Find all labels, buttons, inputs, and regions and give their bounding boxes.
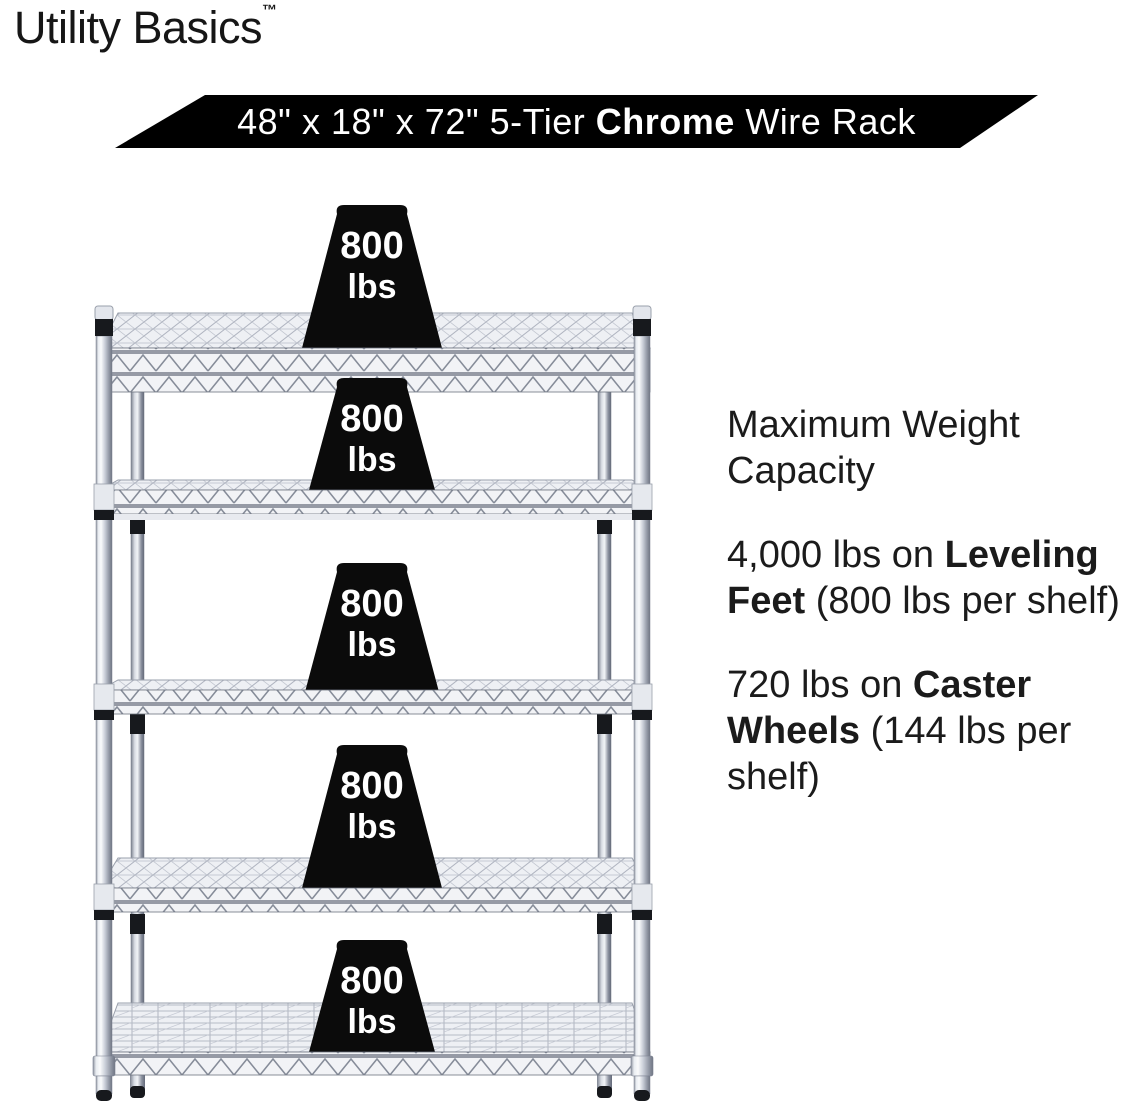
shelf-5: 800 lbs	[99, 940, 651, 1076]
badge-shape	[305, 563, 439, 692]
post-cap	[94, 305, 114, 321]
shelf-front-truss	[99, 689, 651, 715]
max-weight-heading: Maximum Weight Capacity	[727, 404, 1020, 492]
shelf-front-truss	[99, 1051, 651, 1076]
badge-shape	[302, 745, 442, 888]
post-cap	[632, 305, 652, 321]
badge-unit-text: lbs	[347, 1003, 396, 1041]
badge-unit-text: lbs	[347, 441, 396, 479]
banner-text: 48" x 18" x 72" 5-Tier Chrome Wire Rack	[237, 101, 916, 143]
caster-wheels-bold: Caster Wheels	[727, 664, 1032, 752]
brand-logo: Utility Basics™	[14, 2, 277, 54]
capacity-text: (144 lbs per shelf)	[727, 710, 1082, 798]
capacity-caster-wheels: 720 lbs on Caster Wheels (144 lbs per sh…	[727, 662, 1126, 800]
weight-badge-3: 800 lbs	[305, 563, 439, 692]
weight-badge-5: 800 lbs	[309, 940, 435, 1052]
badge-weight-text: 800	[340, 398, 403, 440]
size-banner: 48" x 18" x 72" 5-Tier Chrome Wire Rack	[115, 95, 1038, 148]
capacity-text: 720 lbs on	[727, 664, 913, 706]
brand-name: Utility Basics	[14, 2, 263, 53]
badge-shape	[309, 378, 435, 490]
banner-text-part1: 48" x 18" x 72" 5-Tier	[237, 100, 596, 142]
leveling-foot-left	[92, 1055, 116, 1101]
badge-unit-text: lbs	[347, 268, 396, 306]
info-panel: Maximum Weight Capacity 4,000 lbs on Lev…	[727, 402, 1126, 838]
badge-shape	[309, 940, 435, 1052]
banner-text-bold: Chrome	[595, 100, 735, 142]
capacity-leveling-feet: 4,000 lbs on Leveling Feet (800 lbs per …	[727, 532, 1126, 624]
capacity-text: 4,000 lbs on	[727, 534, 945, 576]
shelf-1: 800 lbs	[99, 205, 651, 393]
weight-badge-2: 800 lbs	[309, 378, 435, 490]
badge-weight-text: 800	[340, 583, 403, 625]
badge-weight-text: 800	[340, 225, 403, 267]
banner-text-part2: Wire Rack	[734, 100, 916, 142]
inner-post-left	[130, 365, 145, 1098]
badge-unit-text: lbs	[347, 808, 396, 846]
trademark-symbol: ™	[262, 2, 278, 19]
shelf-front-truss	[99, 489, 651, 515]
badge-unit-text: lbs	[347, 626, 396, 664]
inner-post-right	[597, 365, 612, 1098]
capacity-text: (800 lbs per shelf)	[805, 580, 1120, 622]
shelf-4: 800 lbs	[99, 745, 651, 913]
shelf-3: 800 lbs	[98, 563, 652, 715]
shelf-2: 800 lbs	[98, 378, 652, 520]
outer-post-left	[92, 305, 116, 1101]
outer-post-right	[630, 305, 654, 1101]
badge-weight-text: 800	[340, 765, 403, 807]
leveling-feet-bold: Leveling Feet	[727, 534, 1099, 622]
leveling-foot-right	[630, 1055, 654, 1101]
badge-weight-text: 800	[340, 960, 403, 1002]
shelf-front-truss	[99, 887, 651, 913]
weight-badge-4: 800 lbs	[302, 745, 442, 888]
badge-shape	[302, 205, 442, 348]
weight-badge-1: 800 lbs	[302, 205, 442, 348]
